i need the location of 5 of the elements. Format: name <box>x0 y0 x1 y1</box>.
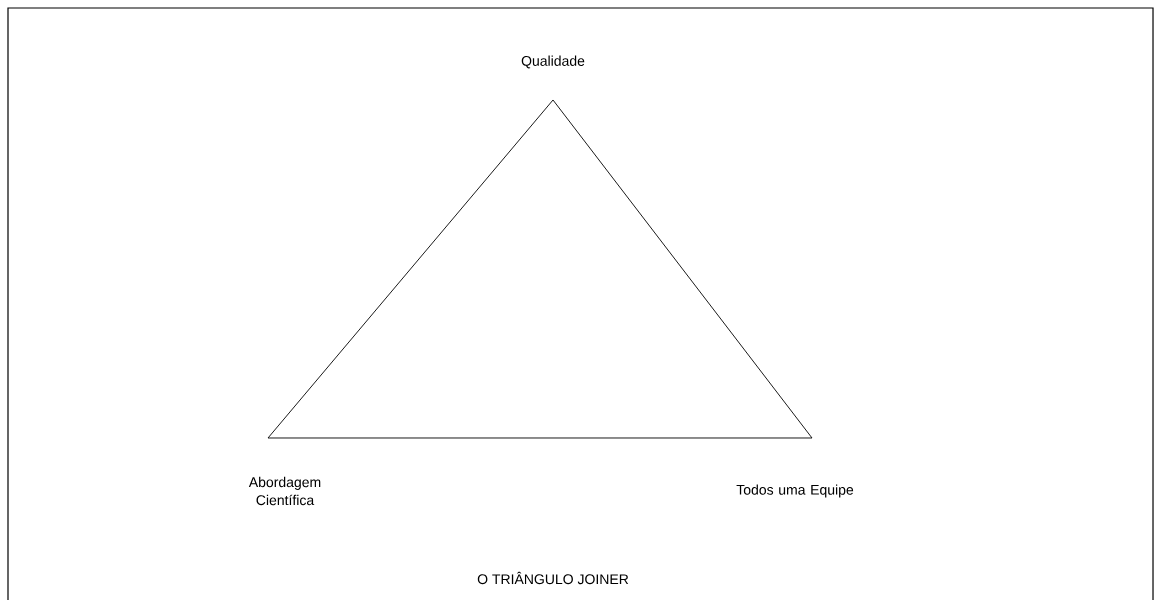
triangle <box>267 99 813 439</box>
vertex-label: Todos uma Equipe <box>736 484 854 498</box>
caption: O TRIÂNGULO JOINER <box>477 571 629 585</box>
vertex-label: Qualidade <box>521 55 585 69</box>
vertex-label: Abordagem Científica <box>248 476 321 506</box>
